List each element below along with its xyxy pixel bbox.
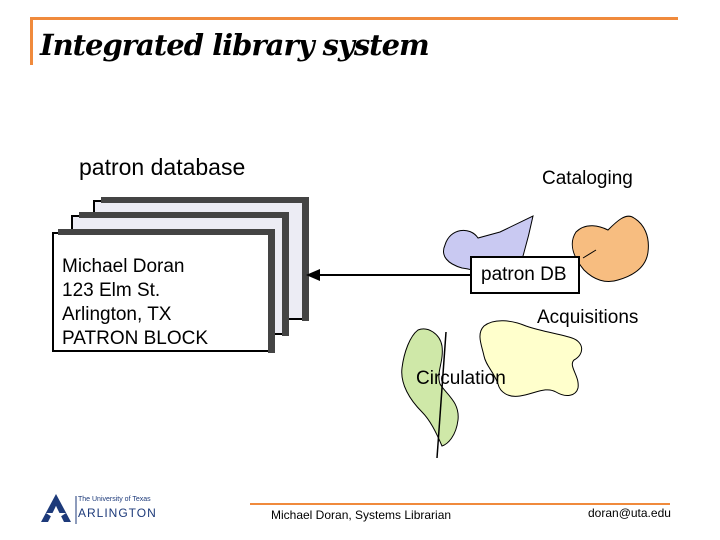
- circulation-blob: [401, 328, 459, 447]
- university-logo: The University of Texas ARLINGTON: [40, 492, 180, 526]
- patron-name: Michael Doran: [62, 256, 185, 277]
- acquisitions-label: Acquisitions: [537, 307, 639, 328]
- patron-record-text: Michael Doran 123 Elm St. Arlington, TX …: [62, 255, 208, 351]
- patron-db-box: patron DB: [470, 256, 580, 294]
- patron-record-stack: [52, 197, 309, 353]
- link-arrow: [306, 269, 470, 281]
- slide-title: Integrated library system: [40, 28, 430, 62]
- patron-city: Arlington, TX: [62, 304, 172, 325]
- patron-database-label: patron database: [79, 154, 246, 180]
- university-logo-mark: [41, 494, 77, 524]
- footer-email: doran@uta.edu: [588, 506, 671, 520]
- logo-line-2: ARLINGTON: [78, 506, 157, 520]
- patron-block-status: PATRON BLOCK: [62, 328, 209, 349]
- cataloging-label: Cataloging: [542, 168, 633, 189]
- circulation-label: Circulation: [416, 368, 506, 389]
- footer-frame-line: [250, 503, 670, 505]
- patron-db-label: patron DB: [481, 264, 567, 285]
- acquisitions-blob: [479, 320, 583, 397]
- footer-author: Michael Doran, Systems Librarian: [271, 508, 452, 522]
- patron-street: 123 Elm St.: [62, 280, 161, 301]
- title-frame-top: [30, 17, 678, 20]
- logo-line-1: The University of Texas: [78, 496, 151, 503]
- cataloging-orange-blob: [571, 215, 649, 283]
- title-frame-left: [30, 17, 33, 65]
